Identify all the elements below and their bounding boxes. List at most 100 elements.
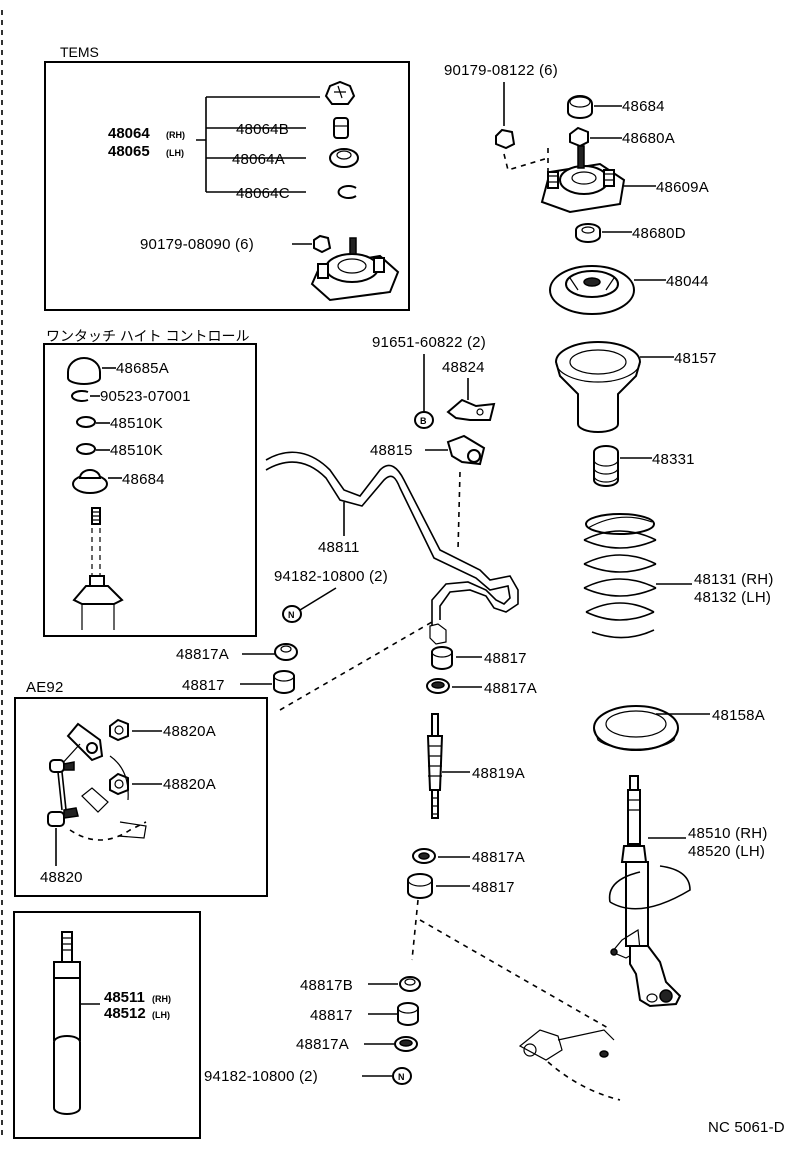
ae92-title: AE92 (26, 679, 64, 696)
cap-48685a-icon (67, 357, 101, 385)
nut-48680a-icon (569, 126, 589, 148)
bushing-c-48817-1-icon (431, 646, 453, 670)
marker-b-text: B (420, 416, 427, 426)
label-48684-main: 48684 (622, 98, 665, 115)
tems-48064a-icon (329, 148, 359, 168)
cartridge-frame (13, 911, 201, 1139)
nut-n-marker-2: N (392, 1067, 412, 1085)
label-48510k-1: 48510K (110, 415, 163, 432)
bearing-48044-icon (549, 265, 635, 315)
clip-90523-icon (71, 390, 89, 402)
height-control-title: ワンタッチ ハイト コントロール (46, 328, 250, 344)
label-48131: 48131 (RH) (694, 571, 774, 588)
link-dash-1 (279, 621, 433, 711)
label-c-48817a-1: 48817A (484, 680, 537, 697)
tems-actuator-icon (324, 80, 356, 105)
label-48511: 48511 (104, 989, 145, 1006)
label-48512: 48512 (104, 1005, 146, 1022)
washer-48680d-icon (575, 223, 601, 243)
label-48680d: 48680D (632, 225, 686, 242)
nut-n-marker-1: N (282, 605, 302, 623)
tems-bolt-label: 90179-08090 (6) (140, 236, 254, 253)
tems-rh-number: 48064 (108, 125, 150, 142)
support-48609a-icon (540, 145, 626, 214)
diagram-code: NC 5061-D (708, 1119, 785, 1136)
label-48684-box: 48684 (122, 471, 165, 488)
nut-top-icon (495, 128, 516, 150)
tems-box: TEMS 48064 (RH) 48065 (LH) 48064B 48064A… (44, 44, 410, 311)
label-48817b: 48817B (300, 977, 353, 994)
stabilizer-end-icon (429, 623, 447, 645)
label-c-48817-2: 48817 (472, 879, 515, 896)
label-48680a: 48680A (622, 130, 675, 147)
ae92-box: AE92 48820A 48820A (14, 679, 268, 897)
center-dash (411, 899, 419, 961)
bushing-48815-icon (446, 434, 486, 466)
bumper-48331-icon (593, 445, 619, 487)
bushing-c-48817a-2-icon (412, 848, 436, 864)
label-48510k-2: 48510K (110, 442, 163, 459)
strut-stack: 90179-08122 (6) 48684 48680A 48609A (444, 62, 774, 1008)
label-l-48817: 48817 (310, 1007, 353, 1024)
strut-assy-icon (608, 775, 691, 1008)
tems-title: TEMS (60, 44, 99, 60)
label-l-48817a: 48817A (296, 1036, 349, 1053)
tems-48064a-label: 48064A (232, 151, 285, 168)
label-48811: 48811 (318, 539, 360, 556)
marker-n2-text: N (398, 1072, 405, 1082)
label-91651-60822: 91651-60822 (2) (372, 334, 486, 351)
label-c-48817-1: 48817 (484, 650, 527, 667)
tems-frame (44, 61, 410, 311)
stabilizer-area: 91651-60822 (2) B 48824 48815 48811 9418… (176, 334, 621, 1101)
bracket-48824-icon (446, 398, 496, 421)
stabilizer-bar-outer (265, 451, 519, 620)
label-r-48817-1: 48817 (182, 677, 225, 694)
label-48824: 48824 (442, 359, 485, 376)
label-48815: 48815 (370, 442, 413, 459)
bushing-l-48817a-icon (394, 1036, 418, 1052)
tems-48064b-icon (333, 117, 349, 139)
tems-48064c-clip-icon (337, 185, 357, 199)
height-control-frame (43, 343, 257, 637)
height-control-box: ワンタッチ ハイト コントロール 48685A 90523-07001 4851… (43, 328, 257, 637)
ae92-frame (14, 697, 268, 897)
link-rod-48819a-icon (426, 713, 444, 819)
label-48820: 48820 (40, 869, 83, 886)
nut-dash (503, 153, 549, 172)
coil-spring-icon (583, 513, 657, 639)
washer-48510k-1-icon (76, 416, 96, 428)
bushing-48817b-icon (399, 976, 421, 992)
cap-48684-icon (72, 469, 108, 494)
bushing-l-48817-icon (397, 1002, 419, 1026)
seat-48157-icon (554, 341, 642, 433)
leader-94182-1 (299, 587, 337, 611)
tems-support-icon (310, 237, 400, 302)
label-48511-suffix: (RH) (152, 994, 171, 1004)
nut-48820a-1-icon (109, 718, 129, 742)
label-48132: 48132 (LH) (694, 589, 771, 606)
seat-48158a-icon (593, 705, 679, 751)
tems-lh-suffix: (LH) (166, 148, 184, 158)
cap-48684-main-icon (567, 95, 593, 119)
label-48820a-2: 48820A (163, 776, 216, 793)
ae92-link-icon (47, 722, 147, 841)
label-48520: 48520 (LH) (688, 843, 765, 860)
bushing-c-48817-2-icon (407, 873, 433, 899)
tems-bracket (196, 96, 320, 193)
bushing-r-48817-1-icon (273, 670, 295, 694)
washer-48510k-2-icon (76, 443, 96, 455)
arm-dash (419, 919, 609, 1029)
tems-rh-suffix: (RH) (166, 130, 185, 140)
label-48510: 48510 (RH) (688, 825, 768, 842)
tems-lh-number: 48065 (108, 143, 150, 160)
lower-arm-icon (518, 1029, 621, 1101)
tems-48064b-label: 48064B (236, 121, 289, 138)
stabilizer-bar-inner (265, 461, 511, 626)
label-48331: 48331 (652, 451, 695, 468)
bushing-dash (457, 471, 461, 551)
bolt-b-marker: B (414, 411, 434, 429)
bushing-r-48817a-1-icon (274, 643, 298, 661)
label-c-48817a-2: 48817A (472, 849, 525, 866)
label-48157: 48157 (674, 350, 717, 367)
